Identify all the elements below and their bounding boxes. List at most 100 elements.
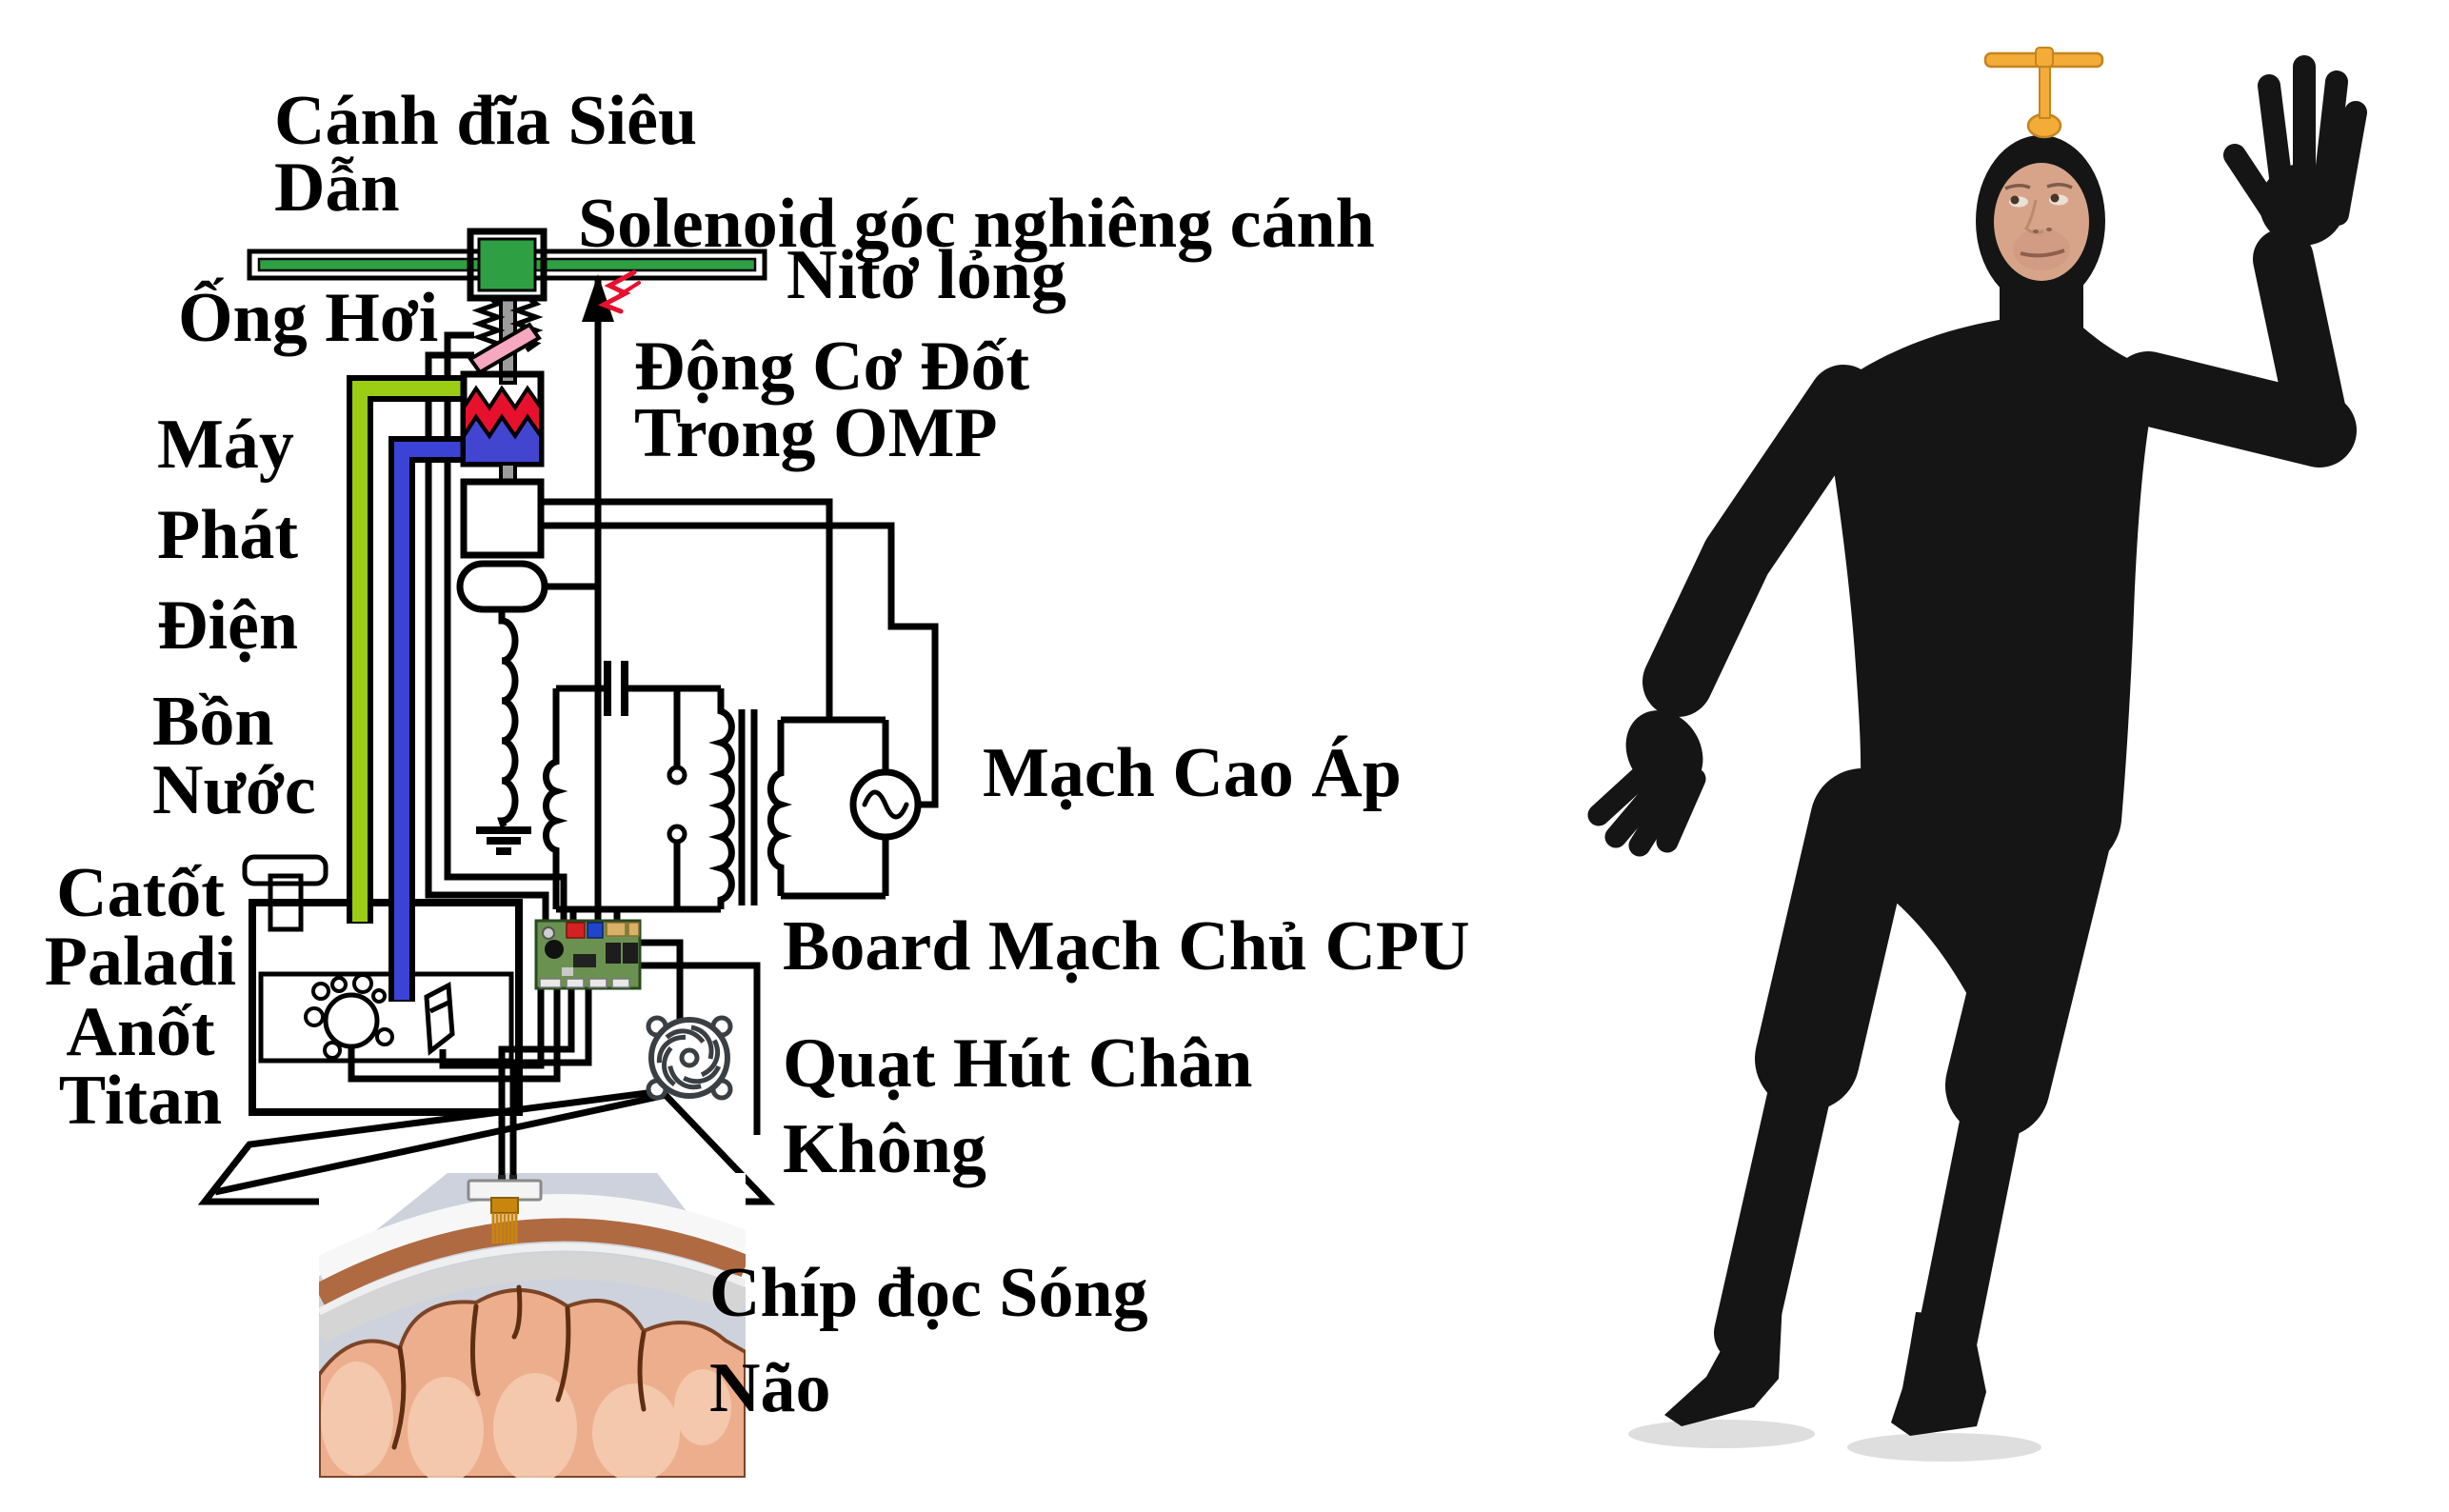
label-line: Nước (152, 751, 316, 829)
nostril (2046, 228, 2052, 231)
dura-line (319, 1243, 746, 1316)
spark-glyph (597, 269, 641, 314)
label-solenoid: Solenoid góc nghiêng cánh (578, 185, 1375, 263)
pcb-relay (606, 943, 621, 964)
right-iris (2050, 193, 2060, 203)
tank-water (258, 971, 514, 1064)
electrolysis-bubbles (304, 973, 394, 1060)
pcb-ic (573, 954, 596, 967)
raised-right-hand (2223, 55, 2367, 240)
capacitor (604, 661, 628, 716)
pcb-connector-tan (606, 922, 627, 937)
chip-wire-nub (498, 1175, 506, 1183)
brain-sulci (391, 1284, 647, 1450)
label-brain-chip: Chíp đọc Sóng Não (709, 1245, 1148, 1436)
face-skin (1994, 163, 2089, 281)
pcb-component (562, 967, 573, 976)
left-thigh (1755, 768, 1915, 1111)
label-rotor-blade: Cánh đĩa Siêu Dẫn (274, 82, 698, 227)
label-liquid-nitrogen: Nitơ lỏng (786, 236, 1066, 314)
label-steam-pipe: Ống Hơi (178, 279, 439, 357)
left-iris (2010, 195, 2020, 205)
label-water-tank: Bồn Nước (152, 686, 316, 829)
pipes (347, 375, 464, 1002)
right-eyebrow (2046, 183, 2073, 189)
label-generator: Máy Phát Điện (157, 400, 298, 671)
right-shin (1914, 1055, 2028, 1383)
filler-cap (242, 854, 329, 932)
thumb (2223, 144, 2295, 240)
mouth (2020, 249, 2065, 258)
label-line: Dẫn (274, 149, 400, 227)
rotor-assembly (247, 228, 767, 302)
chip-wire-nub (509, 1175, 517, 1183)
wire-chip (498, 988, 592, 1181)
label-line: Trong OMP (634, 394, 998, 472)
pcb-connector-tan (627, 922, 640, 937)
right-forearm (2253, 229, 2350, 461)
transformer-primary (708, 688, 735, 909)
ring-finger (2312, 70, 2348, 211)
suit-body (1587, 55, 2367, 1436)
pinky-finger (2326, 101, 2367, 226)
man-in-black-suit (1587, 47, 2367, 1462)
foot-shadow-right (1847, 1433, 2041, 1462)
skull-band (319, 1218, 746, 1305)
brain-illustration (319, 1173, 746, 1478)
left-arm (1643, 365, 1879, 717)
propeller-hub (2035, 47, 2054, 68)
water-tank (242, 854, 523, 1116)
index-finger (2258, 74, 2295, 211)
face (1994, 163, 2089, 281)
titanium-anode (424, 982, 455, 1056)
label-line: Quạt Hút Chân (783, 1025, 1253, 1103)
label-line: Não (709, 1349, 831, 1427)
label-line: Paladi (44, 923, 237, 1001)
wire-fan (640, 939, 684, 1020)
platform-edge-line (214, 1091, 667, 1196)
pcb-connector-blue (587, 922, 604, 939)
label-combustion-engine: Động Cơ Đốt Trong OMP (634, 328, 1030, 472)
nostril (2033, 229, 2039, 233)
pcb-capacitor (542, 926, 555, 940)
propeller-stem (2039, 62, 2051, 119)
palladium-cathode (323, 992, 380, 1049)
wire-anode (439, 988, 545, 1069)
label-line: Động Cơ Đốt (634, 328, 1030, 406)
coolant-pill (456, 560, 548, 613)
left-foot (1664, 1295, 1782, 1426)
ignition-arrowhead (582, 274, 614, 322)
wire-solenoid-a (425, 351, 549, 921)
label-anode: Anốt Titan (19, 993, 262, 1140)
generator-box (460, 478, 545, 559)
label-line: Chíp đọc Sóng (709, 1254, 1148, 1332)
ac-source (849, 768, 922, 841)
filler-cap-green (242, 854, 329, 886)
filler-stem (268, 873, 304, 932)
secondary-loop (767, 716, 922, 900)
wire-solenoid-b (444, 331, 567, 921)
spring-left (471, 294, 506, 353)
label-line: Anốt (66, 993, 215, 1071)
label-vacuum-fan: Quạt Hút Chân Không (783, 1021, 1252, 1192)
transformer-secondary (767, 720, 793, 896)
spark-gap-electrode-bottom (667, 824, 687, 845)
spark-gap-electrode-top (667, 765, 687, 786)
label-line: Phát (157, 496, 298, 574)
solenoid-hub (467, 228, 548, 302)
water-pipe-blue (394, 442, 464, 1000)
ground-symbol (476, 826, 531, 855)
hv-circuit (476, 609, 922, 913)
label-line: Máy (157, 406, 294, 484)
loop-left-inductor (543, 688, 568, 909)
label-line: Titan (58, 1062, 223, 1140)
torso (1828, 316, 2153, 998)
label-line: Cánh đĩa Siêu (274, 82, 698, 160)
transformer-core (738, 709, 758, 905)
wire-board-right (640, 962, 761, 1135)
steam-pipe-green (352, 381, 464, 922)
wire-generator-a (541, 498, 833, 720)
scalp-band (319, 1194, 746, 1285)
